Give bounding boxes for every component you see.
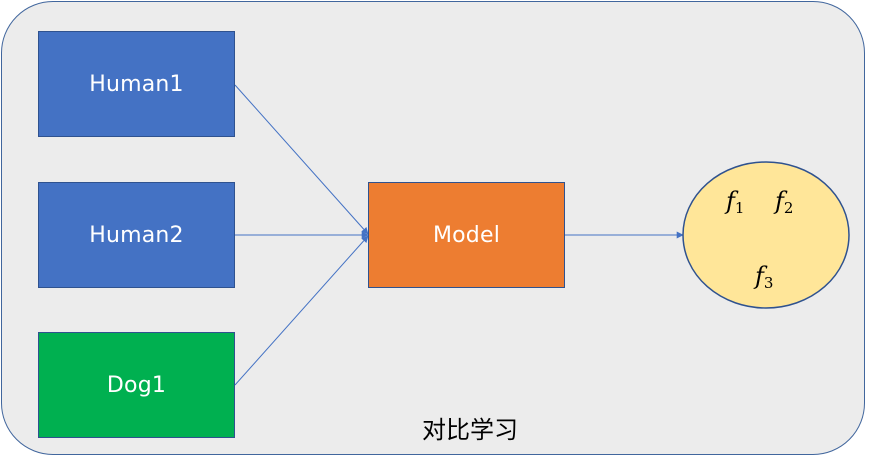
human2-box: Human2	[38, 182, 235, 288]
feature-f2: f2	[775, 187, 793, 217]
diagram-caption: 对比学习	[422, 416, 518, 444]
arrow-human1-to-model	[234, 84, 369, 235]
model-label: Model	[432, 222, 501, 248]
feature-f3-index: 3	[763, 274, 774, 292]
human1-label: Human1	[89, 71, 184, 97]
dog1-label: Dog1	[106, 372, 167, 398]
human2-label: Human2	[89, 222, 184, 248]
feature-f1-symbol: f	[726, 187, 735, 215]
dog1-box: Dog1	[38, 332, 235, 438]
feature-f3-symbol: f	[755, 262, 764, 290]
feature-f2-index: 2	[783, 199, 794, 217]
feature-space-ellipse	[682, 161, 850, 309]
feature-f1-index: 1	[734, 199, 745, 217]
model-box: Model	[368, 182, 565, 288]
feature-f1: f1	[726, 187, 744, 217]
feature-f2-symbol: f	[775, 187, 784, 215]
arrow-dog1-to-model	[234, 235, 369, 386]
feature-f3: f3	[755, 262, 773, 292]
human1-box: Human1	[38, 31, 235, 137]
